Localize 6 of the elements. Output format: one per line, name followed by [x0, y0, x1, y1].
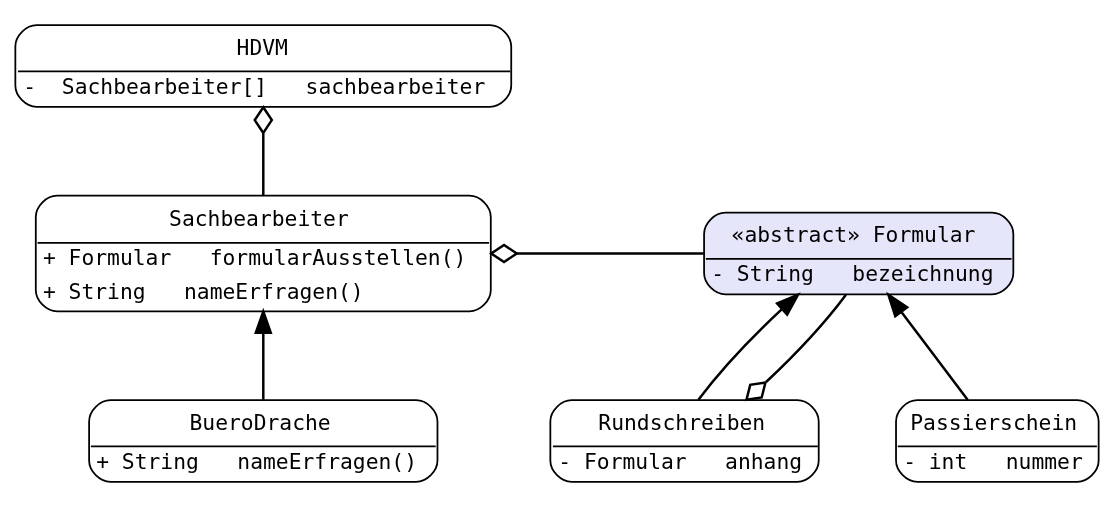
arrow	[697, 291, 801, 401]
arrow	[254, 307, 273, 400]
connector	[253, 104, 274, 195]
arrow	[886, 291, 969, 401]
connector	[488, 242, 704, 264]
connector	[744, 293, 847, 401]
